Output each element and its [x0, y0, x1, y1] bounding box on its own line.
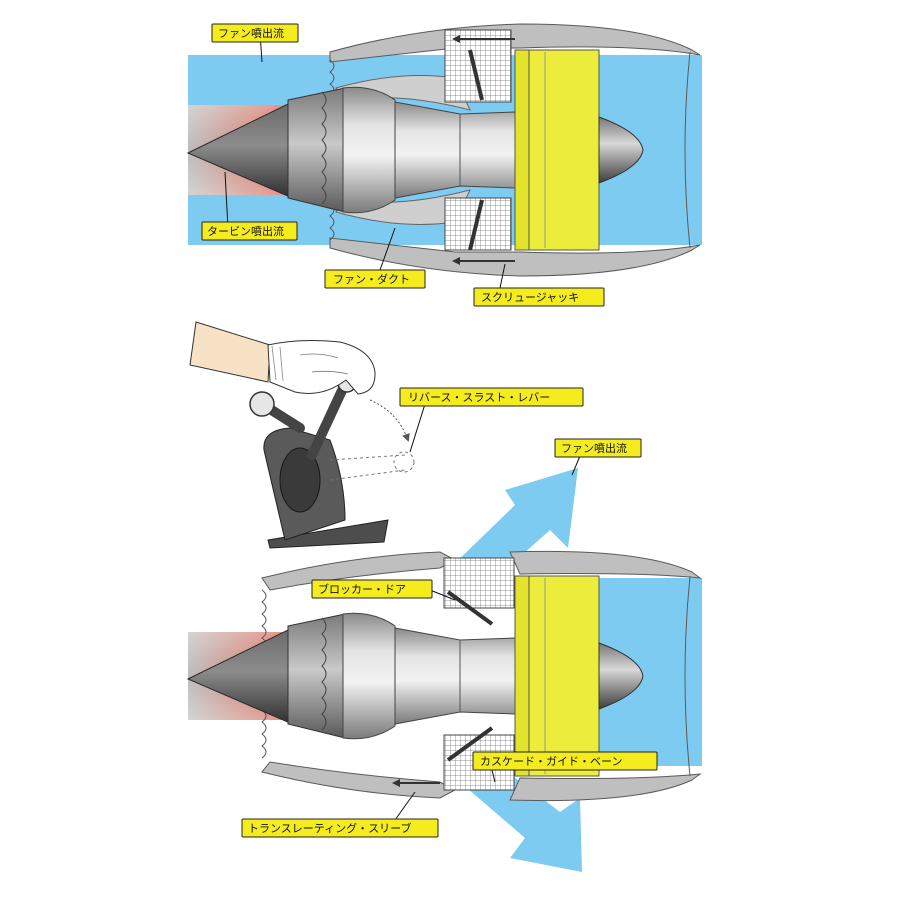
- nacelle-bottom: [329, 237, 701, 277]
- blocker-door-bottom: [446, 726, 494, 762]
- label-screw-jack: スクリュージャッキ: [473, 263, 605, 307]
- hand-icon: [189, 321, 376, 395]
- label-reverse-thrust-lever: リバース・スラスト・レバー: [399, 387, 584, 453]
- screw-jack-bottom: [452, 257, 515, 265]
- cascade-vane-exposed-top: [443, 557, 515, 609]
- label-translating-sleeve: トランスレーティング・スリーブ: [241, 791, 439, 838]
- translating-sleeve-bottom: [261, 761, 457, 799]
- label-cascade-guide-vane: カスケード・ガイド・ベーン: [472, 751, 658, 783]
- blocker-door-top: [446, 590, 494, 626]
- svg-text:タービン噴出流: タービン噴出流: [207, 224, 284, 238]
- label-turbine-exhaust: タービン噴出流: [201, 171, 298, 241]
- label-fan-exhaust-top: ファン噴出流: [211, 23, 299, 63]
- screw-jack-top: [452, 35, 515, 43]
- svg-text:トランスレーティング・スリーブ: トランスレーティング・スリーブ: [248, 821, 411, 835]
- reverse-thrust-view: ファン噴出流 ブロッカー・ドア カスケード・ガイド・ベーン トランスレーティング…: [187, 438, 702, 872]
- svg-text:リバース・スラスト・レバー: リバース・スラスト・レバー: [408, 391, 550, 404]
- svg-text:ブロッカー・ドア: ブロッカー・ドア: [318, 582, 406, 596]
- lever-pedestal: [267, 519, 389, 549]
- label-blocker-door: ブロッカー・ドア: [311, 579, 456, 601]
- svg-text:スクリュージャッキ: スクリュージャッキ: [481, 291, 579, 304]
- label-fan-duct: ファン・ダクト: [324, 227, 426, 289]
- svg-text:ファン噴出流: ファン噴出流: [218, 26, 284, 40]
- label-fan-exhaust-reverse: ファン噴出流: [554, 438, 642, 476]
- reverse-thrust-lever-assembly: リバース・スラスト・レバー: [189, 321, 584, 549]
- svg-text:ファン噴出流: ファン噴出流: [561, 441, 627, 455]
- svg-text:カスケード・ガイド・ベーン: カスケード・ガイド・ベーン: [480, 755, 622, 768]
- nacelle-top: [329, 23, 701, 63]
- svg-text:ファン・ダクト: ファン・ダクト: [333, 272, 410, 286]
- forward-thrust-view: ファン噴出流 タービン噴出流 ファン・ダクト スクリュージャッキ: [187, 23, 702, 307]
